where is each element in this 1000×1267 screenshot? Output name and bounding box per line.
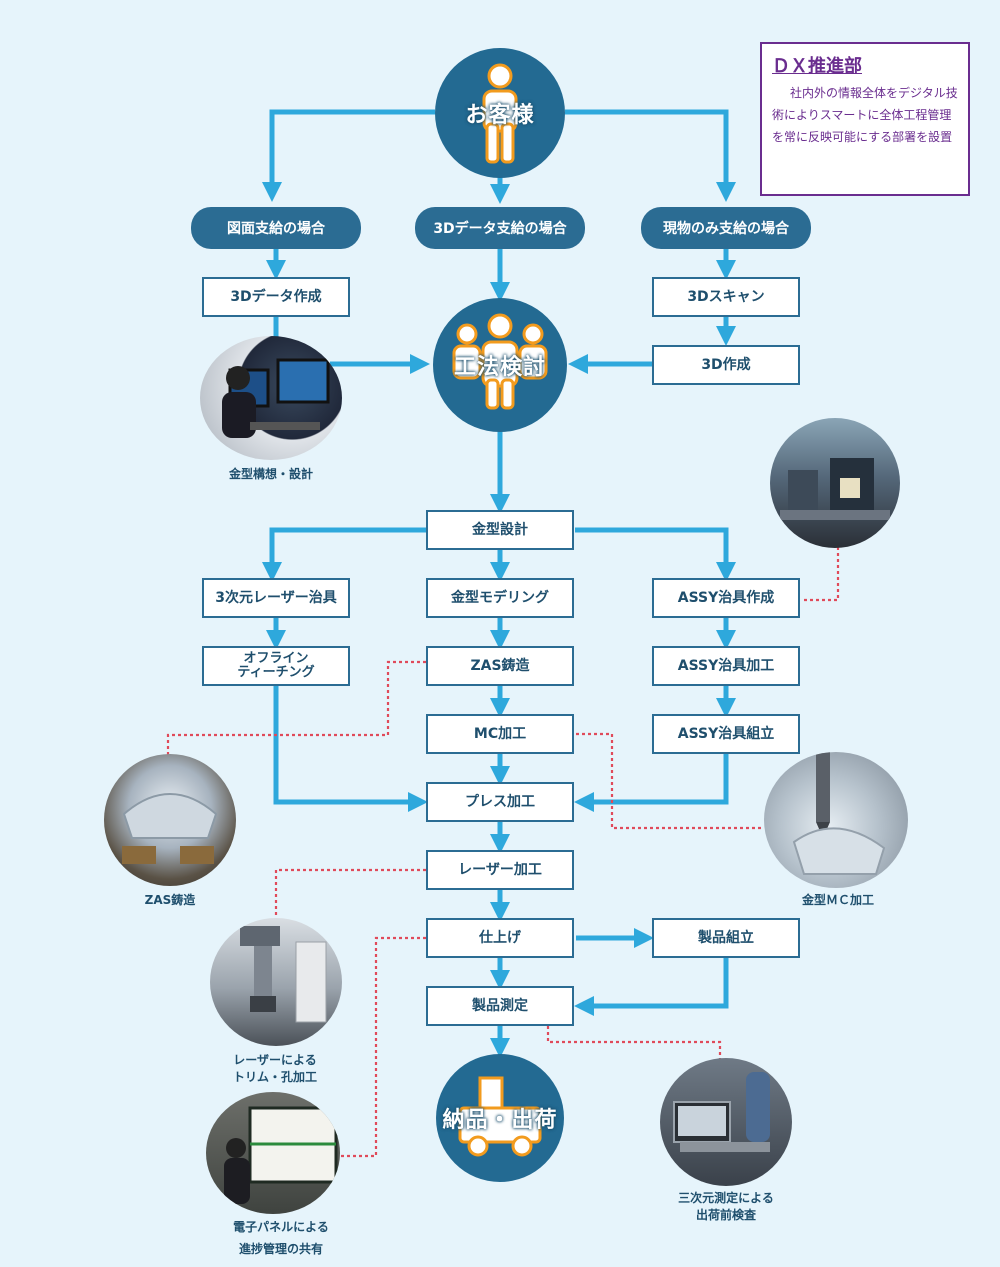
- step-laser-machining: レーザー加工: [426, 850, 574, 890]
- step-assy-jig-assembly: ASSY治具組立: [652, 714, 800, 754]
- delivery-label: 納品・出荷: [442, 1108, 558, 1133]
- delivery-hub: 納品・出荷: [436, 1054, 564, 1182]
- case-physical: 現物のみ支給の場合: [641, 207, 811, 249]
- customer-label: お客様: [465, 103, 535, 128]
- case-3d-data: 3Dデータ支給の場合: [415, 207, 585, 249]
- person-icon: [482, 63, 518, 164]
- photo-jig-workshop: [770, 418, 900, 548]
- method-review-label: 工法検討: [453, 355, 546, 380]
- step-scan-3d: 3Dスキャン: [652, 277, 800, 317]
- step-die-design: 金型設計: [426, 510, 574, 550]
- step-finishing: 仕上げ: [426, 918, 574, 958]
- method-review-hub: 工法検討: [433, 298, 567, 432]
- caption-zas-casting: ZAS鋳造: [144, 893, 196, 907]
- customer-hub: お客様: [435, 48, 565, 178]
- dx-description: 社内外の情報全体をデジタル技術によりスマートに全体工程管理を常に反映可能にする部…: [772, 86, 958, 145]
- case-drawing: 図面支給の場合: [191, 207, 361, 249]
- step-mc-machining: MC加工: [426, 714, 574, 754]
- step-die-modeling: 金型モデリング: [426, 578, 574, 618]
- step-assy-jig-machining: ASSY治具加工: [652, 646, 800, 686]
- caption-die-concept-design: 金型構想・設計: [228, 467, 313, 481]
- step-assy-jig-create: ASSY治具作成: [652, 578, 800, 618]
- caption-laser-trim: レーザーによる トリム・孔加工: [232, 1053, 317, 1085]
- group-icon: [452, 313, 548, 410]
- photo-electronic-panel: [206, 1092, 340, 1214]
- step-press-machining: プレス加工: [426, 782, 574, 822]
- step-laser-jig-3d: 3次元レーザー治具: [202, 578, 350, 618]
- photo-cmm-inspection: [660, 1058, 792, 1186]
- step-offline-teaching: オフライン ティーチング: [202, 646, 350, 686]
- step-product-measurement: 製品測定: [426, 986, 574, 1026]
- step-product-assembly: 製品組立: [652, 918, 800, 958]
- photo-die-mc: [764, 752, 908, 888]
- dx-promotion-panel: ＤＸ推進部 社内外の情報全体をデジタル技術によりスマートに全体工程管理を常に反映…: [760, 42, 970, 196]
- photo-laser-machine: [210, 918, 342, 1046]
- photo-zas-casting: [104, 754, 236, 886]
- truck-icon: [458, 1076, 542, 1157]
- step-create-3d-data: 3Dデータ作成: [202, 277, 350, 317]
- step-zas-casting: ZAS鋳造: [426, 646, 574, 686]
- step-create-3d: 3D作成: [652, 345, 800, 385]
- caption-die-mc: 金型ＭＣ加工: [801, 893, 874, 907]
- caption-cmm-inspection: 三次元測定による 出荷前検査: [678, 1191, 774, 1223]
- photo-die-design-office: [200, 336, 342, 460]
- caption-panel-sharing: 電子パネルによる 進捗管理の共有: [233, 1220, 329, 1257]
- dx-title: ＤＸ推進部: [772, 56, 862, 77]
